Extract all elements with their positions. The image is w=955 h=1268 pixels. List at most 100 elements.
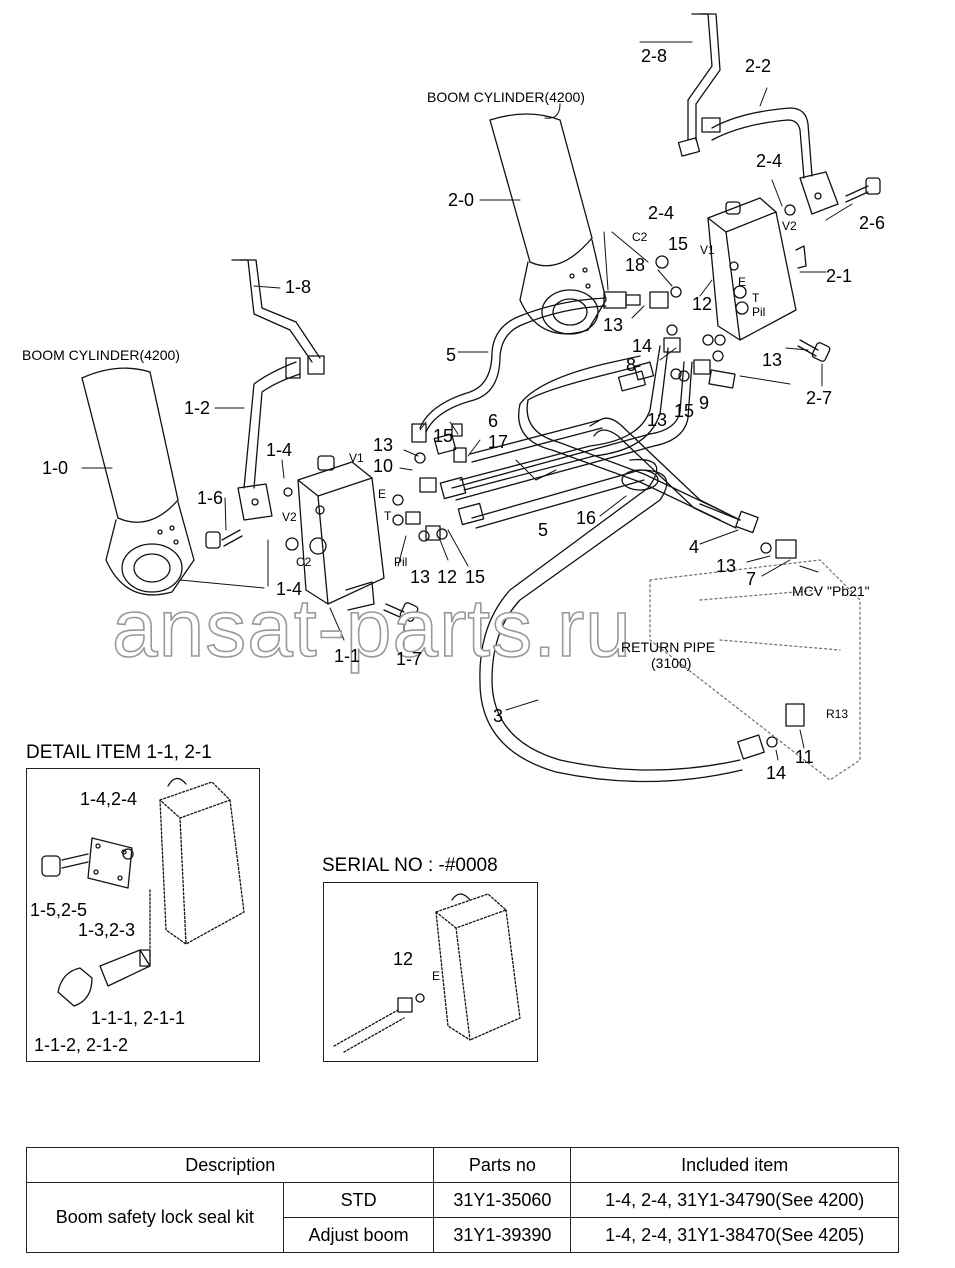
callout-14-a: 14 bbox=[632, 336, 653, 356]
callout-3: 3 bbox=[493, 706, 504, 726]
variant-cell: Adjust boom bbox=[282, 1217, 435, 1253]
detail-label-1-3-2-3: 1-3,2-3 bbox=[78, 920, 136, 940]
boom-cylinder-top-label: BOOM CYLINDER(4200) bbox=[427, 89, 585, 105]
port-v2-right: V2 bbox=[782, 219, 797, 233]
pipe-3 bbox=[479, 458, 765, 783]
included-cell: 1-4, 2-4, 31Y1-38470(See 4205) bbox=[570, 1217, 899, 1253]
table-row: Adjust boom 31Y1-39390 1-4, 2-4, 31Y1-38… bbox=[27, 1217, 899, 1253]
fittings-left bbox=[283, 423, 467, 551]
serial-box bbox=[323, 882, 538, 1062]
callout-8: 8 bbox=[626, 355, 637, 375]
detail-label-1-1-2: 1-1-2, 2-1-2 bbox=[34, 1035, 129, 1055]
callout-11: 11 bbox=[795, 747, 814, 767]
serial-drawing bbox=[333, 893, 521, 1053]
callout-2-4-mid: 2-4 bbox=[648, 203, 675, 223]
callout-1-7: 1-7 bbox=[396, 649, 423, 669]
detail-title: DETAIL ITEM 1-1, 2-1 bbox=[26, 742, 212, 763]
callout-14-b: 14 bbox=[766, 763, 787, 783]
header-description: Description bbox=[25, 1147, 435, 1183]
detail-box bbox=[26, 768, 260, 1062]
boom-cylinder-right bbox=[489, 113, 607, 335]
parts-table: Description Parts no Included item Boom … bbox=[25, 1147, 899, 1253]
port-t-left: T bbox=[384, 509, 392, 523]
callout-5-b: 5 bbox=[538, 520, 549, 540]
callout-1-1: 1-1 bbox=[334, 646, 361, 666]
port-pil-right: Pil bbox=[752, 305, 766, 319]
callout-1-6: 1-6 bbox=[197, 488, 224, 508]
callout-18: 18 bbox=[625, 255, 646, 275]
valve-block-1-1 bbox=[297, 455, 385, 611]
port-t-right: T bbox=[752, 291, 760, 305]
included-cell: 1-4, 2-4, 31Y1-34790(See 4200) bbox=[570, 1182, 899, 1218]
callout-7: 7 bbox=[746, 569, 757, 589]
hose-4 bbox=[589, 417, 759, 534]
part-no-cell: 31Y1-35060 bbox=[433, 1182, 572, 1218]
return-pipe-label: RETURN PIPE bbox=[621, 639, 716, 655]
callout-2-6: 2-6 bbox=[859, 213, 886, 233]
callout-12-b: 12 bbox=[437, 567, 458, 587]
callout-4: 4 bbox=[689, 537, 700, 557]
port-v1-right: V1 bbox=[700, 243, 715, 257]
callout-15-b: 15 bbox=[674, 401, 695, 421]
watermark: ansat-parts.ru bbox=[111, 583, 632, 674]
callout-2-2: 2-2 bbox=[745, 56, 772, 76]
bolt-1-6 bbox=[205, 529, 243, 549]
port-e-left: E bbox=[378, 487, 387, 501]
callout-15-d: 15 bbox=[465, 567, 486, 587]
callout-15-c: 15 bbox=[433, 426, 454, 446]
hose-5-lower bbox=[451, 361, 693, 529]
port-r13: R13 bbox=[826, 707, 849, 721]
bolt-1-7 bbox=[383, 602, 419, 622]
callout-1-0: 1-0 bbox=[42, 458, 69, 478]
serial-label-e: E bbox=[432, 969, 441, 983]
bolt-2-7 bbox=[797, 339, 831, 362]
callout-13-d: 13 bbox=[373, 435, 394, 455]
callout-5-a: 5 bbox=[446, 345, 457, 365]
callout-6: 6 bbox=[488, 411, 499, 431]
boom-cylinder-left-label: BOOM CYLINDER(4200) bbox=[22, 347, 180, 363]
port-c2-left: C2 bbox=[296, 555, 312, 569]
port-c2-right: C2 bbox=[632, 230, 648, 244]
callout-9: 9 bbox=[699, 393, 710, 413]
port-pil-left: Pil bbox=[394, 555, 408, 569]
detail-label-1-5-2-5: 1-5,2-5 bbox=[30, 900, 88, 920]
pipe-1-2 bbox=[237, 357, 301, 521]
detail-label-1-4-2-4: 1-4,2-4 bbox=[80, 789, 138, 809]
mcv-outline bbox=[649, 559, 861, 781]
callout-2-4-top: 2-4 bbox=[756, 151, 783, 171]
callout-13-f: 13 bbox=[410, 567, 431, 587]
callout-10: 10 bbox=[373, 456, 394, 476]
callout-16: 16 bbox=[576, 508, 597, 528]
callout-1-4-bottom: 1-4 bbox=[276, 579, 303, 599]
callout-13-b: 13 bbox=[762, 350, 783, 370]
boom-cylinder-left bbox=[81, 367, 195, 596]
table-header-row: Description Parts no Included item bbox=[25, 1147, 899, 1183]
callout-13-c: 13 bbox=[647, 410, 668, 430]
callout-2-8: 2-8 bbox=[641, 46, 668, 66]
mcv-label: MCV "Pb21" bbox=[792, 583, 870, 599]
serial-label-12: 12 bbox=[393, 949, 414, 969]
callout-13-a: 13 bbox=[603, 315, 624, 335]
return-pipe-number: (3100) bbox=[651, 655, 692, 671]
pipe-2-8 bbox=[677, 13, 721, 157]
header-parts-no: Parts no bbox=[433, 1147, 572, 1183]
valve-block-2-1 bbox=[707, 197, 807, 341]
callout-13-e: 13 bbox=[716, 556, 737, 576]
callout-1-2: 1-2 bbox=[184, 398, 211, 418]
callout-1-4-top: 1-4 bbox=[266, 440, 293, 460]
kit-description: Boom safety lock seal kit bbox=[26, 1182, 284, 1253]
hoses-middle bbox=[433, 345, 736, 526]
bolt-2-6 bbox=[845, 177, 881, 203]
fittings-right bbox=[649, 204, 805, 748]
callout-2-7: 2-7 bbox=[806, 388, 833, 408]
pipe-2-2 bbox=[701, 107, 839, 215]
callout-15-a: 15 bbox=[668, 234, 689, 254]
pipe-1-8 bbox=[231, 259, 325, 375]
port-v1-left: V1 bbox=[349, 451, 364, 465]
leader-lines bbox=[81, 41, 853, 761]
variant-cell: STD bbox=[282, 1182, 435, 1218]
callout-17: 17 bbox=[488, 432, 509, 452]
port-e-right: E bbox=[738, 275, 747, 289]
detail-label-1-1-1: 1-1-1, 2-1-1 bbox=[91, 1008, 186, 1028]
